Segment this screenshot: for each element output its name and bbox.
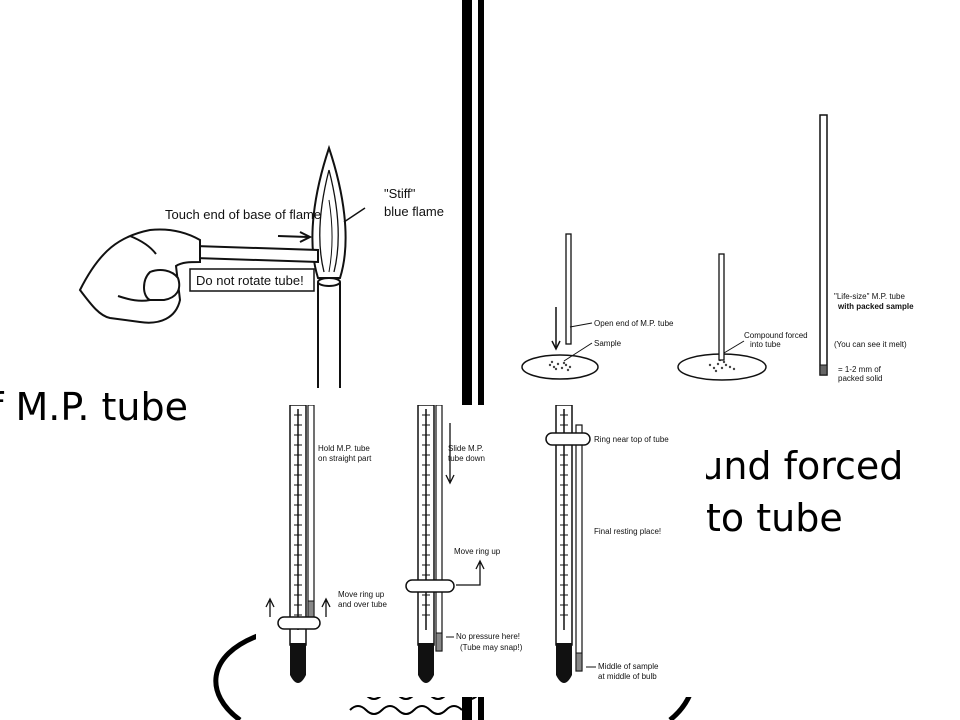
straight-part-label: on straight part (318, 454, 372, 463)
tube-down-label: tube down (448, 454, 485, 463)
mm-packed-label: = 1-2 mm of (838, 365, 882, 374)
move-ring-over-label: Move ring up (338, 590, 385, 599)
sample-pile (548, 360, 572, 372)
slide-tube-label: Slide M.P. (448, 444, 483, 453)
tube-may-snap-label: (Tube may snap!) (460, 643, 523, 652)
background-text-mp-tube: f M.P. tube (0, 385, 188, 429)
thermometer-attach-illustration: Hold M.P. tube on straight part Move rin… (265, 405, 669, 683)
divider-line (478, 0, 484, 720)
no-pressure-label: No pressure here! (456, 632, 520, 641)
sample-pile (708, 358, 736, 373)
divider-line (462, 0, 472, 720)
do-not-rotate-label: Do not rotate tube! (196, 273, 304, 288)
flame-icon (311, 144, 347, 279)
blue-flame-label: blue flame (384, 204, 444, 219)
touch-end-label: Touch end of base of flame (165, 207, 321, 222)
middle-bulb-label: at middle of bulb (598, 672, 657, 681)
ring-near-top-label: Ring near top of tube (594, 435, 669, 444)
move-ring-up-label: Move ring up (454, 547, 501, 556)
over-tube-label: and over tube (338, 600, 387, 609)
life-size-label: "Life-size" M.P. tube (834, 292, 905, 301)
hand-icon (78, 228, 201, 324)
thermometer-icon (417, 405, 435, 683)
middle-sample-label: Middle of sample (598, 662, 659, 671)
thermometer-icon (555, 405, 573, 683)
thermometer-icon (289, 405, 307, 683)
packed-solid-label: packed solid (838, 374, 882, 383)
can-see-melt-label: (You can see it melt) (834, 340, 907, 349)
flame-sealing-illustration: Touch end of base of flame "Stiff" blue … (78, 144, 444, 388)
background-text-compound-forced: ound forced (676, 444, 904, 488)
background-text-into-tube: to tube (706, 496, 843, 540)
stiff-label: "Stiff" (384, 186, 416, 201)
final-resting-label: Final resting place! (594, 527, 661, 536)
compound-forced-label: Compound forced (744, 331, 808, 340)
hold-tube-label: Hold M.P. tube (318, 444, 370, 453)
into-tube-label: into tube (750, 340, 781, 349)
tube-loading-illustration: Open end of M.P. tube Sample Compound fo… (521, 114, 914, 383)
tube-loading-panel: Open end of M.P. tube Sample Compound fo… (494, 103, 940, 388)
flame-sealing-panel: Touch end of base of flame "Stiff" blue … (0, 0, 462, 388)
packed-sample-label: with packed sample (837, 302, 914, 311)
sample-label: Sample (594, 339, 622, 348)
open-end-label: Open end of M.P. tube (594, 319, 674, 328)
thermometer-attach-panel: Hold M.P. tube on straight part Move rin… (256, 405, 706, 697)
